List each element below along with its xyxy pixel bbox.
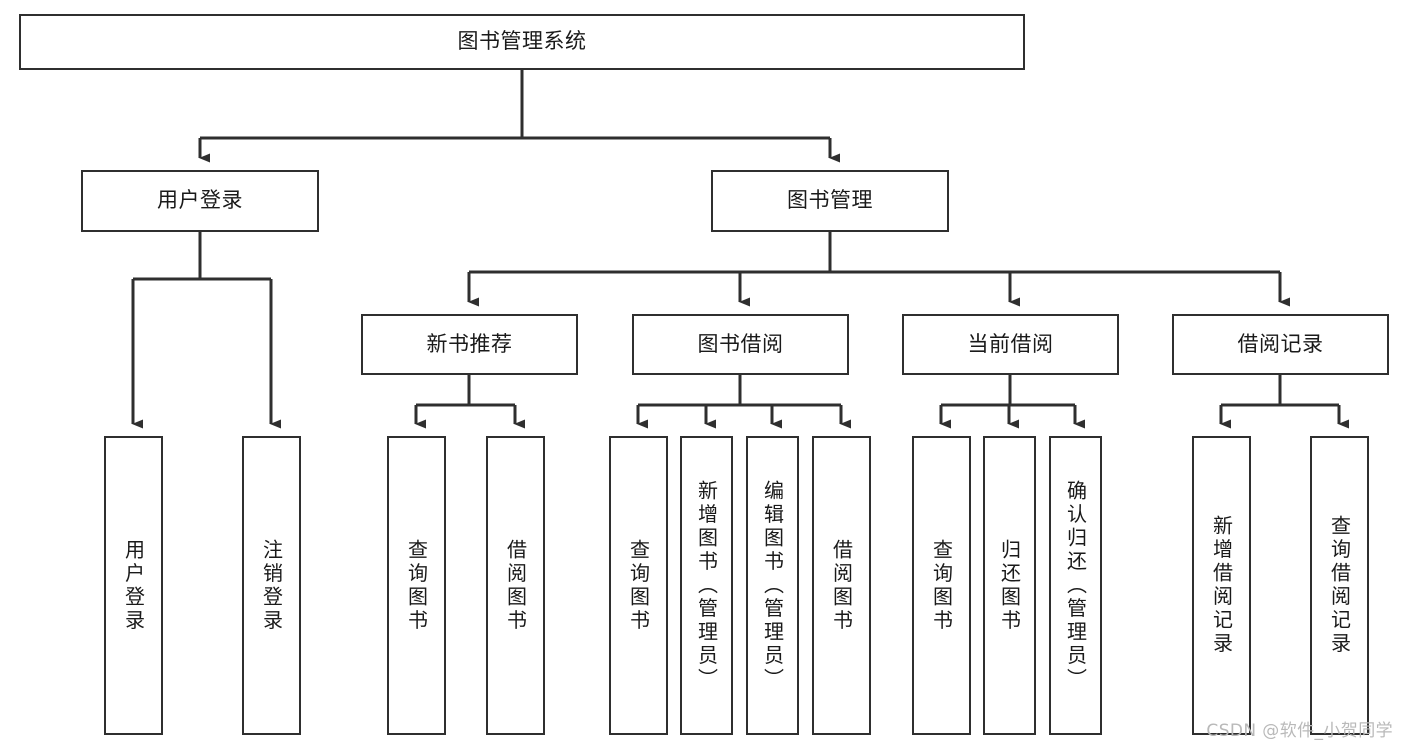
node-new-book-recommend-label: 新书推荐 [426, 331, 513, 356]
node-leaf-query-book-borrow[interactable]: 查询图书 [609, 436, 668, 735]
node-user-login-label: 用户登录 [157, 188, 243, 213]
node-borrow-record[interactable]: 借阅记录 [1172, 314, 1389, 375]
node-current-borrow[interactable]: 当前借阅 [902, 314, 1119, 375]
node-current-borrow-label: 当前借阅 [967, 331, 1054, 356]
node-leaf-query-book-new[interactable]: 查询图书 [387, 436, 446, 735]
node-leaf-borrow-book-new[interactable]: 借阅图书 [486, 436, 545, 735]
node-borrow-record-label: 借阅记录 [1237, 331, 1324, 356]
node-leaf-logout[interactable]: 注销登录 [242, 436, 301, 735]
node-leaf-return-book-label: 归还图书 [997, 538, 1022, 633]
node-leaf-query-book-new-label: 查询图书 [404, 538, 429, 633]
node-root-label: 图书管理系统 [457, 29, 587, 54]
node-book-manage[interactable]: 图书管理 [711, 170, 949, 232]
node-leaf-borrow-book-new-label: 借阅图书 [503, 538, 528, 633]
node-book-borrow[interactable]: 图书借阅 [632, 314, 849, 375]
node-user-login[interactable]: 用户登录 [81, 170, 319, 232]
node-leaf-add-record-label: 新增借阅记录 [1209, 515, 1234, 656]
node-leaf-query-book-current[interactable]: 查询图书 [912, 436, 971, 735]
node-book-borrow-label: 图书借阅 [697, 331, 784, 356]
node-leaf-logout-label: 注销登录 [259, 538, 284, 633]
node-leaf-borrow-book[interactable]: 借阅图书 [812, 436, 871, 735]
node-leaf-query-book-borrow-label: 查询图书 [626, 538, 651, 633]
node-leaf-return-book[interactable]: 归还图书 [983, 436, 1036, 735]
node-leaf-confirm-return-label: 确认归还（管理员） [1063, 479, 1088, 692]
node-leaf-add-book[interactable]: 新增图书（管理员） [680, 436, 733, 735]
node-leaf-add-book-label: 新增图书（管理员） [694, 479, 719, 692]
node-new-book-recommend[interactable]: 新书推荐 [361, 314, 578, 375]
node-leaf-confirm-return[interactable]: 确认归还（管理员） [1049, 436, 1102, 735]
node-leaf-edit-book[interactable]: 编辑图书（管理员） [746, 436, 799, 735]
node-leaf-edit-book-label: 编辑图书（管理员） [760, 479, 785, 692]
node-book-manage-label: 图书管理 [787, 188, 873, 213]
node-leaf-add-record[interactable]: 新增借阅记录 [1192, 436, 1251, 735]
node-leaf-borrow-book-label: 借阅图书 [829, 538, 854, 633]
node-leaf-user-login[interactable]: 用户登录 [104, 436, 163, 735]
node-leaf-user-login-label: 用户登录 [121, 538, 146, 633]
node-root[interactable]: 图书管理系统 [19, 14, 1025, 70]
node-leaf-query-record-label: 查询借阅记录 [1327, 515, 1352, 656]
watermark: CSDN @软件_小贺同学 [1206, 721, 1393, 741]
node-leaf-query-record[interactable]: 查询借阅记录 [1310, 436, 1369, 735]
node-leaf-query-book-current-label: 查询图书 [929, 538, 954, 633]
